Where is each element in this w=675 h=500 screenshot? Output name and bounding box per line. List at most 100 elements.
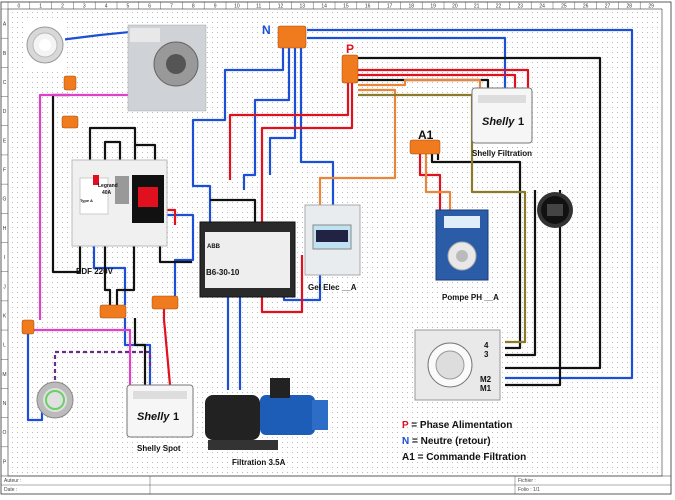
connector-n (277, 25, 307, 49)
wire-neutral (299, 48, 335, 205)
wire-black (430, 145, 522, 350)
node-n-label: N (262, 23, 271, 37)
filtration-pump (205, 378, 328, 450)
wire-neutral (307, 36, 507, 90)
wire-neutral (92, 245, 127, 305)
contactor-brand: ABB (207, 244, 221, 250)
wire-orange (358, 78, 482, 95)
pompe-ph-device (435, 209, 489, 281)
row-letter: O (3, 430, 7, 436)
row-letter: K (3, 313, 7, 319)
wire-black (358, 56, 602, 370)
push-button (36, 381, 74, 419)
shelly-logo-num: 1 (173, 411, 179, 423)
connector (63, 75, 77, 91)
pompe-ph-label: Pompe PH __A (442, 293, 499, 302)
wire-neutral (59, 30, 131, 42)
contactor-model: B6-30-10 (206, 268, 240, 277)
breaker-type: Type A (80, 198, 93, 203)
column-number: 13 (300, 4, 306, 10)
column-number: 24 (539, 4, 545, 10)
column-number: 1 (39, 4, 42, 10)
column-number: 27 (605, 4, 611, 10)
shelly-logo: Shelly (482, 116, 515, 128)
column-number: 20 (452, 4, 458, 10)
timer-module (414, 329, 501, 401)
connector-a1 (409, 139, 441, 155)
wire-black (158, 245, 192, 264)
wire-orange (424, 145, 452, 210)
shelly-logo-num: 1 (518, 116, 524, 128)
legend-text: = Commande Filtration (415, 452, 526, 463)
wire-phase (358, 73, 517, 90)
legend-key: N (402, 436, 409, 447)
row-letter: I (4, 255, 5, 261)
wire-olive (358, 93, 527, 344)
row-letter: J (3, 284, 6, 290)
legend-key: P (402, 420, 409, 431)
column-number: 26 (583, 4, 589, 10)
wire-magenta (28, 328, 132, 385)
row-letter: D (3, 109, 7, 115)
column-number: 25 (561, 4, 567, 10)
column-number: 14 (321, 4, 327, 10)
legend-entry: P = Phase Alimentation (402, 420, 512, 431)
breaker-rating: 40A (102, 190, 112, 196)
node-p-label: P (346, 42, 354, 56)
row-letter: A (3, 22, 7, 28)
column-number: 2 (61, 4, 64, 10)
date-label: Date : (4, 487, 17, 493)
column-number: 16 (365, 4, 371, 10)
column-number: 21 (474, 4, 480, 10)
column-number: 12 (278, 4, 284, 10)
title-block: Auteur : Date : Fichier : Folio : 1/1 (1, 475, 671, 494)
wire-black (88, 126, 137, 165)
timer-terminal-m1: M1 (480, 384, 492, 393)
circuit-breaker: Legrand 40A Type A (71, 159, 168, 247)
wire-phase (260, 65, 354, 236)
wire-dashed (53, 350, 152, 380)
column-number: 3 (83, 4, 86, 10)
terminal-connectors (21, 25, 441, 335)
legend-entry: N = Neutre (retour) (402, 436, 491, 447)
legend-key: A1 (402, 452, 415, 463)
filtration-label: Filtration 3.5A (232, 458, 286, 467)
wire-neutral (307, 28, 634, 380)
connector (151, 295, 179, 310)
column-number: 5 (127, 4, 130, 10)
column-number: 23 (518, 4, 524, 10)
shelly-spot-label: Shelly Spot (137, 444, 181, 453)
rocker-switch (537, 192, 573, 228)
connector (61, 115, 79, 129)
row-letter: C (3, 80, 7, 86)
row-letter: B (3, 51, 7, 57)
column-number: 28 (627, 4, 633, 10)
column-number: 11 (256, 4, 261, 10)
column-number: 4 (105, 4, 108, 10)
wire-phase (228, 60, 350, 180)
row-letter: F (3, 168, 6, 174)
row-letter: H (3, 226, 7, 232)
wire-phase (260, 255, 304, 314)
folio-label: Folio : 1/1 (518, 487, 540, 493)
wire-black (358, 78, 490, 90)
column-number: 17 (387, 4, 393, 10)
connector (99, 304, 127, 319)
row-letter: P (3, 459, 7, 465)
wire-neutral (242, 48, 291, 190)
edf-label: EDF 220V (76, 267, 114, 276)
column-number: 18 (409, 4, 415, 10)
wire-black (505, 190, 537, 357)
row-letter: G (3, 197, 7, 203)
wire-orange (318, 88, 397, 205)
contactor: ABB B6-30-10 (199, 221, 296, 298)
legend-entry: A1 = Commande Filtration (402, 452, 526, 463)
wire-neutral (268, 48, 297, 175)
wire-black (505, 190, 562, 387)
column-number: 7 (170, 4, 173, 10)
column-number: 29 (648, 4, 654, 10)
transformer (127, 24, 207, 112)
